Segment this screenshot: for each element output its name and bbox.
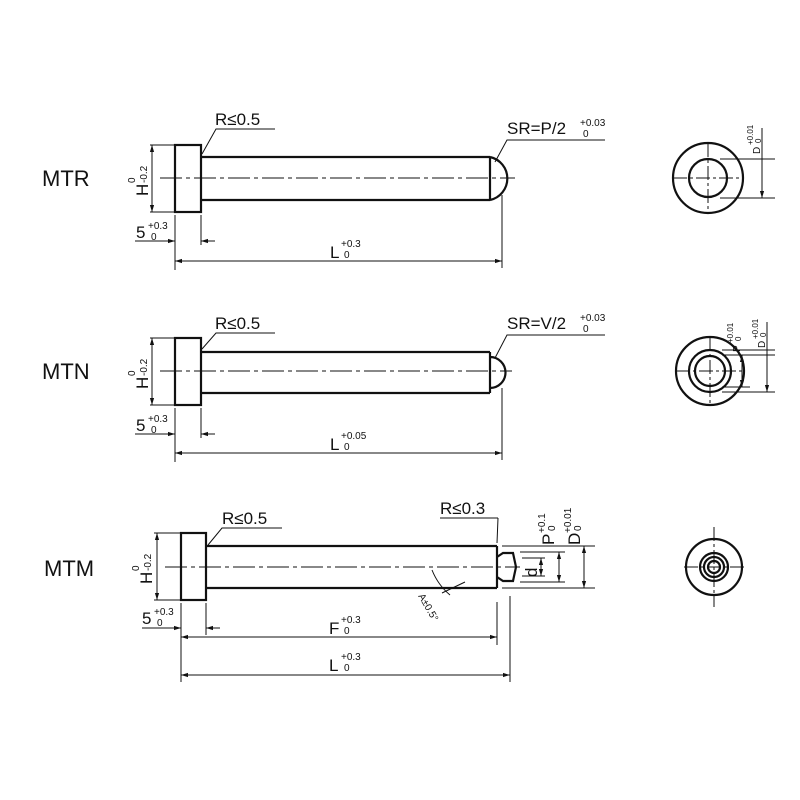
angle-note: A±0.5°: [415, 592, 440, 624]
svg-text:0: 0: [344, 626, 350, 637]
svg-text:+0.03: +0.03: [580, 313, 606, 324]
svg-text:0: 0: [583, 324, 589, 335]
svg-text:+0.3: +0.3: [341, 615, 361, 626]
svg-text:0: 0: [573, 525, 584, 531]
end-view: [684, 527, 744, 607]
end-dim-p: P: [539, 534, 558, 545]
model-label: MTN: [42, 359, 90, 384]
svg-text:0: 0: [547, 525, 558, 531]
end-dim-d: D: [752, 147, 763, 154]
svg-text:0: 0: [583, 129, 589, 140]
end-view: P +0.01 0 D +0.01 0: [674, 318, 775, 407]
svg-text:+0.3: +0.3: [341, 239, 361, 250]
end-view: D +0.01 0: [671, 124, 775, 215]
view-mtm: MTM H 0 -0.2 5 +0.3 0 F +0.3 0 L +0.3 0 …: [44, 499, 744, 682]
pin-shaft: [201, 155, 509, 202]
tip-leader: [440, 517, 499, 544]
end-dim-p: P: [732, 345, 743, 352]
head-height-symbol: H: [137, 572, 156, 584]
end-dim-d: D: [565, 533, 584, 545]
head-height-symbol: H: [133, 184, 152, 196]
svg-text:+0.1: +0.1: [537, 513, 548, 533]
tip-radius-note: SR=V/2: [507, 314, 566, 333]
view-mtr: MTR H 0 -0.2 5 +0.3 0 L +0.3 0 R≤0.5 SR=…: [42, 110, 775, 270]
svg-text:0: 0: [151, 232, 157, 243]
svg-text:+0.03: +0.03: [580, 118, 606, 129]
angle-arc: [431, 569, 466, 596]
fillet-leader: [207, 527, 282, 546]
svg-text:+0.3: +0.3: [154, 607, 174, 618]
svg-text:+0.01: +0.01: [751, 318, 760, 339]
fillet-radius-note: R≤0.5: [215, 314, 260, 333]
pin-shaft: [201, 350, 507, 395]
tip-leader: [494, 139, 605, 163]
head-thickness: 5: [136, 416, 145, 435]
svg-text:0: 0: [344, 442, 350, 453]
length-symbol: L: [330, 243, 339, 262]
svg-text:0: 0: [157, 618, 163, 629]
view-mtn: MTN H 0 -0.2 5 +0.3 0 L +0.05 0 R≤0.5 SR…: [42, 313, 775, 462]
length-symbol: L: [330, 435, 339, 454]
svg-text:+0.01: +0.01: [746, 124, 755, 145]
svg-text:0: 0: [131, 565, 142, 571]
svg-text:+0.01: +0.01: [726, 322, 735, 343]
svg-text:-0.2: -0.2: [139, 165, 150, 183]
tip-radius-note: SR=P/2: [507, 119, 566, 138]
inner-dim-d: d: [522, 568, 541, 577]
model-label: MTM: [44, 556, 94, 581]
fillet-radius-note: R≤0.5: [222, 509, 267, 528]
fillet-leader: [201, 332, 275, 350]
svg-text:0: 0: [734, 336, 743, 341]
svg-text:0: 0: [344, 663, 350, 674]
svg-text:+0.3: +0.3: [148, 221, 168, 232]
tip-leader: [494, 334, 605, 359]
svg-text:-0.2: -0.2: [143, 553, 154, 571]
svg-text:0: 0: [127, 370, 138, 376]
model-label: MTR: [42, 166, 90, 191]
pin-shaft: [206, 544, 518, 590]
end-dim-d: D: [757, 341, 768, 348]
length-symbol: L: [329, 656, 338, 675]
svg-text:0: 0: [344, 250, 350, 261]
svg-text:0: 0: [127, 177, 138, 183]
head-thickness: 5: [136, 223, 145, 242]
head-height-symbol: H: [133, 377, 152, 389]
svg-text:0: 0: [754, 138, 763, 143]
tip-radius-note: R≤0.3: [440, 499, 485, 518]
fillet-radius-note: R≤0.5: [215, 110, 260, 129]
svg-text:0: 0: [151, 425, 157, 436]
head-thickness: 5: [142, 609, 151, 628]
svg-text:+0.3: +0.3: [148, 414, 168, 425]
fillet-leader: [201, 128, 275, 155]
svg-text:+0.01: +0.01: [563, 507, 574, 533]
shaft-length-symbol: F: [329, 619, 339, 638]
svg-text:+0.05: +0.05: [341, 431, 367, 442]
svg-text:-0.2: -0.2: [139, 358, 150, 376]
svg-text:+0.3: +0.3: [341, 652, 361, 663]
svg-text:0: 0: [759, 332, 768, 337]
